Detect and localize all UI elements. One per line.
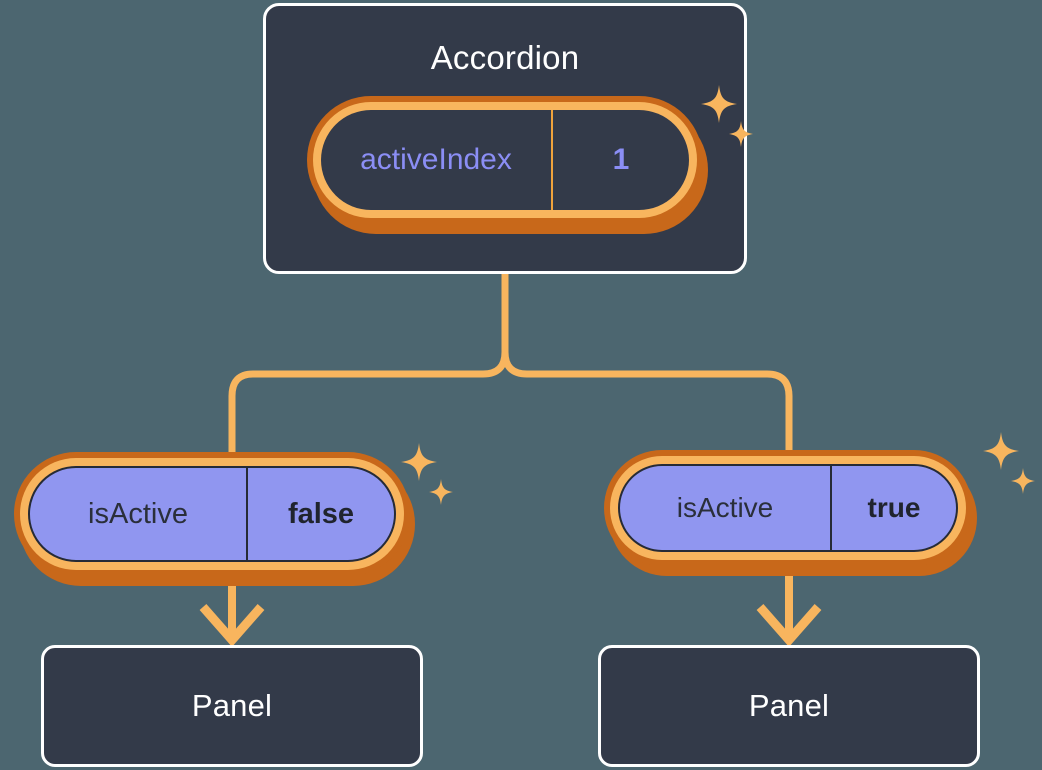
pill-body: isActive false [28,466,396,562]
pill-ring: isActive true [604,450,972,566]
state-value-label: 1 [612,143,630,176]
pill-body: activeIndex 1 [321,110,689,210]
state-key-label: activeIndex [321,110,553,210]
prop-pill-is-active-false[interactable]: isActive false [14,452,415,586]
pill-ring: isActive false [14,452,410,576]
connector-branch-left [228,348,509,459]
pill-ring: activeIndex 1 [307,96,703,224]
panel-title: Panel [191,688,273,723]
prop-key-label: isActive [620,466,832,550]
pill-rail: isActive false [20,458,404,570]
prop-value-label: false [287,497,355,530]
pill-rail: isActive true [610,456,966,560]
state-pill-active-index[interactable]: activeIndex 1 [307,96,708,234]
connector-arrow-left-head [199,604,265,647]
sparkle-icon-right [975,432,1035,507]
sparkle-icon [983,432,1035,494]
accordion-title: Accordion [430,39,580,76]
pill-rail: activeIndex 1 [313,102,697,218]
prop-key-label: isActive [30,468,248,560]
pill-body: isActive true [618,464,958,552]
prop-value-label: true [867,492,921,523]
prop-pill-is-active-true[interactable]: isActive true [604,450,977,576]
panel-component-card-right[interactable]: Panel [598,645,980,767]
panel-title: Panel [748,688,830,723]
panel-component-card-left[interactable]: Panel [41,645,423,767]
connector-branch-right [501,348,793,456]
connector-arrow-right-head [756,604,822,647]
